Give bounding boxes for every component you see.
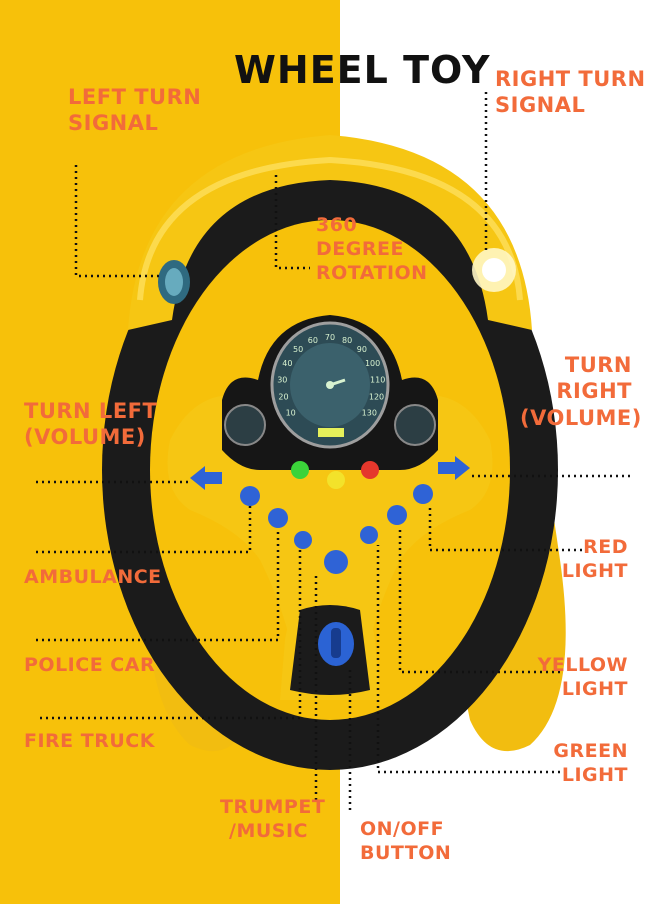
ambulance-button[interactable]	[240, 486, 260, 506]
label-ambulance: AMBULANCE	[24, 566, 162, 588]
label-green-light: GREEN LIGHT	[553, 740, 628, 786]
label-police-car: POLICE CAR	[24, 654, 156, 676]
label-yellow-light: YELLOW LIGHT	[537, 654, 628, 700]
speedometer-tick-label: 70	[325, 333, 335, 342]
speedometer-tick-label: 10	[286, 409, 296, 418]
fire-truck-button[interactable]	[294, 531, 312, 549]
right-turn-signal-light	[472, 248, 516, 292]
label-turn-left-volume: TURN LEFT (VOLUME)	[24, 399, 158, 450]
green-light-indicator	[291, 461, 309, 479]
speedometer-tick-label: 30	[277, 375, 287, 384]
label-trumpet-music: TRUMPET /MUSIC	[220, 796, 326, 842]
on-off-knob[interactable]	[318, 622, 354, 666]
dashboard-cluster	[222, 315, 438, 470]
label-left-turn-signal: LEFT TURN SIGNAL	[68, 85, 202, 136]
green-light-button[interactable]	[360, 526, 378, 544]
indicator-lights	[291, 461, 379, 489]
police-car-button[interactable]	[268, 508, 288, 528]
label-360-degree-rotation: 360 DEGREE ROTATION	[316, 214, 428, 284]
page-title: WHEEL TOY	[234, 48, 491, 92]
speedometer-tick-label: 40	[282, 359, 292, 368]
yellow-light-button[interactable]	[387, 505, 407, 525]
speedometer-tick-label: 50	[293, 345, 303, 354]
red-light-indicator	[361, 461, 379, 479]
turn-left-button[interactable]	[190, 466, 222, 490]
speedometer-tick-label: 100	[365, 359, 380, 368]
callout-lines	[36, 92, 630, 810]
sound-buttons	[240, 484, 433, 574]
speedometer-tick-label: 80	[342, 336, 352, 345]
speedometer-tick-label: 120	[369, 393, 384, 402]
label-right-turn-signal: RIGHT TURN SIGNAL	[495, 67, 646, 118]
speedometer-tick-label: 110	[370, 375, 385, 384]
label-red-light: RED LIGHT	[561, 536, 628, 582]
label-turn-right-volume: TURN RIGHT (VOLUME)	[520, 353, 642, 430]
trumpet-music-button[interactable]	[324, 550, 348, 574]
left-turn-signal-light	[158, 260, 190, 304]
red-light-button[interactable]	[413, 484, 433, 504]
speedometer-tick-label: 130	[362, 409, 377, 418]
speedometer-tick-label: 60	[308, 336, 318, 345]
label-fire-truck: FIRE TRUCK	[24, 730, 155, 752]
turn-right-button[interactable]	[438, 456, 470, 480]
speedometer-tick-label: 90	[357, 345, 367, 354]
label-on-off-button: ON/OFF BUTTON	[360, 818, 452, 864]
speedometer-tick-label: 20	[278, 393, 288, 402]
yellow-light-indicator	[327, 471, 345, 489]
